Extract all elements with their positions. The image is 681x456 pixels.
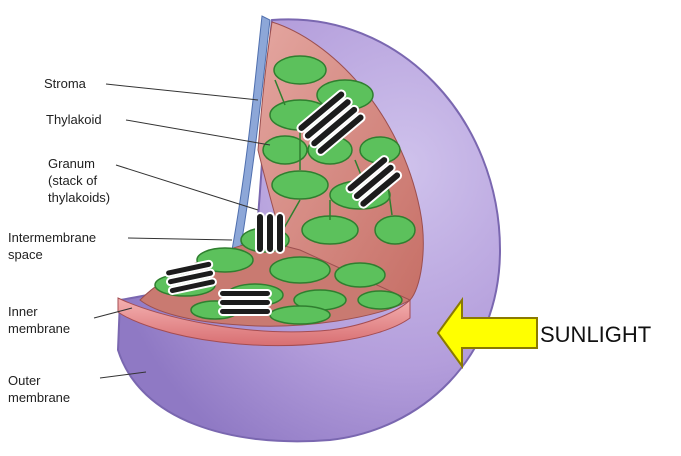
label-intermembrane-space: space [8, 247, 43, 263]
label-outer-membrane: membrane [8, 390, 70, 406]
label-thylakoid: Thylakoid [46, 112, 102, 128]
sunlight-label: SUNLIGHT [540, 322, 651, 348]
label-stroma: Stroma [44, 76, 86, 92]
label-granum-note: (stack of [48, 173, 97, 189]
label-granum-note-2: thylakoids) [48, 190, 110, 206]
label-inner: Inner [8, 304, 38, 320]
label-intermembrane: Intermembrane [8, 230, 96, 246]
label-granum: Granum [48, 156, 95, 172]
label-inner-membrane: membrane [8, 321, 70, 337]
label-outer: Outer [8, 373, 41, 389]
